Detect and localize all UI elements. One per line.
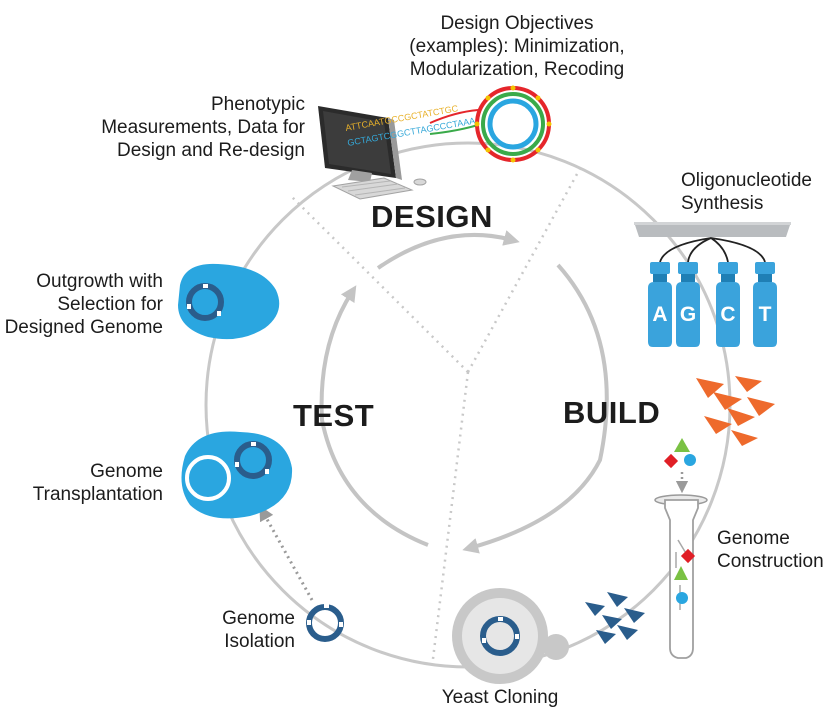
- build-phase-title: BUILD: [563, 395, 661, 430]
- vial-label-g: G: [680, 303, 696, 326]
- phase-dividers: [289, 164, 584, 668]
- dna-sequence-strands: ATTCAATGCCGCTATCTGC GCTAGTCGGCTTAGCCCTAA…: [345, 103, 479, 148]
- yeast-colony-icon: [452, 588, 569, 684]
- build-to-test-arrow: [462, 263, 609, 554]
- transplantation-label: Genome Transplantation: [32, 461, 163, 505]
- vial-c: C: [716, 262, 740, 347]
- vial-label-a: A: [652, 303, 667, 326]
- phenotypic-label: Phenotypic Measurements, Data for Design…: [101, 94, 305, 161]
- computer-monitor-icon: [318, 106, 427, 200]
- vial-label-t: T: [759, 303, 772, 326]
- oligo-tubing: [659, 237, 766, 263]
- isolated-genome-icon: [306, 604, 344, 642]
- oligo-synthesis-label: Oligonucleotide Synthesis: [681, 170, 812, 214]
- dna-fragments-blue: [585, 592, 645, 644]
- design-to-build-arrow: [376, 230, 520, 270]
- design-objectives-label: Design Objectives (examples): Minimizati…: [409, 13, 625, 80]
- dna-fragments-orange: [696, 376, 775, 446]
- vial-a: A: [648, 262, 672, 347]
- test-tube-icon: [654, 494, 708, 659]
- design-phase-title: DESIGN: [371, 199, 493, 234]
- inner-cycle-arrows: [319, 230, 609, 554]
- construction-label: Genome Construction: [717, 528, 824, 572]
- construction-components: [663, 438, 696, 494]
- design-plasmid-icon: [474, 85, 552, 163]
- test-phase-title: TEST: [293, 398, 375, 433]
- outgrowth-label: Outgrowth with Selection for Designed Ge…: [4, 271, 163, 338]
- vial-g: G: [676, 262, 700, 347]
- outgrowth-cell-icon: [178, 263, 280, 340]
- yeast-cloning-label: Yeast Cloning: [441, 687, 559, 708]
- transplantation-cell-icon: [181, 431, 293, 519]
- test-to-design-arrow: [319, 285, 429, 547]
- isolation-to-transplant-arrow: [259, 505, 314, 601]
- vial-t: T: [753, 262, 777, 347]
- oligo-synthesis-chip: [634, 222, 791, 237]
- vial-label-c: C: [720, 303, 735, 326]
- isolation-label: Genome Isolation: [222, 608, 295, 652]
